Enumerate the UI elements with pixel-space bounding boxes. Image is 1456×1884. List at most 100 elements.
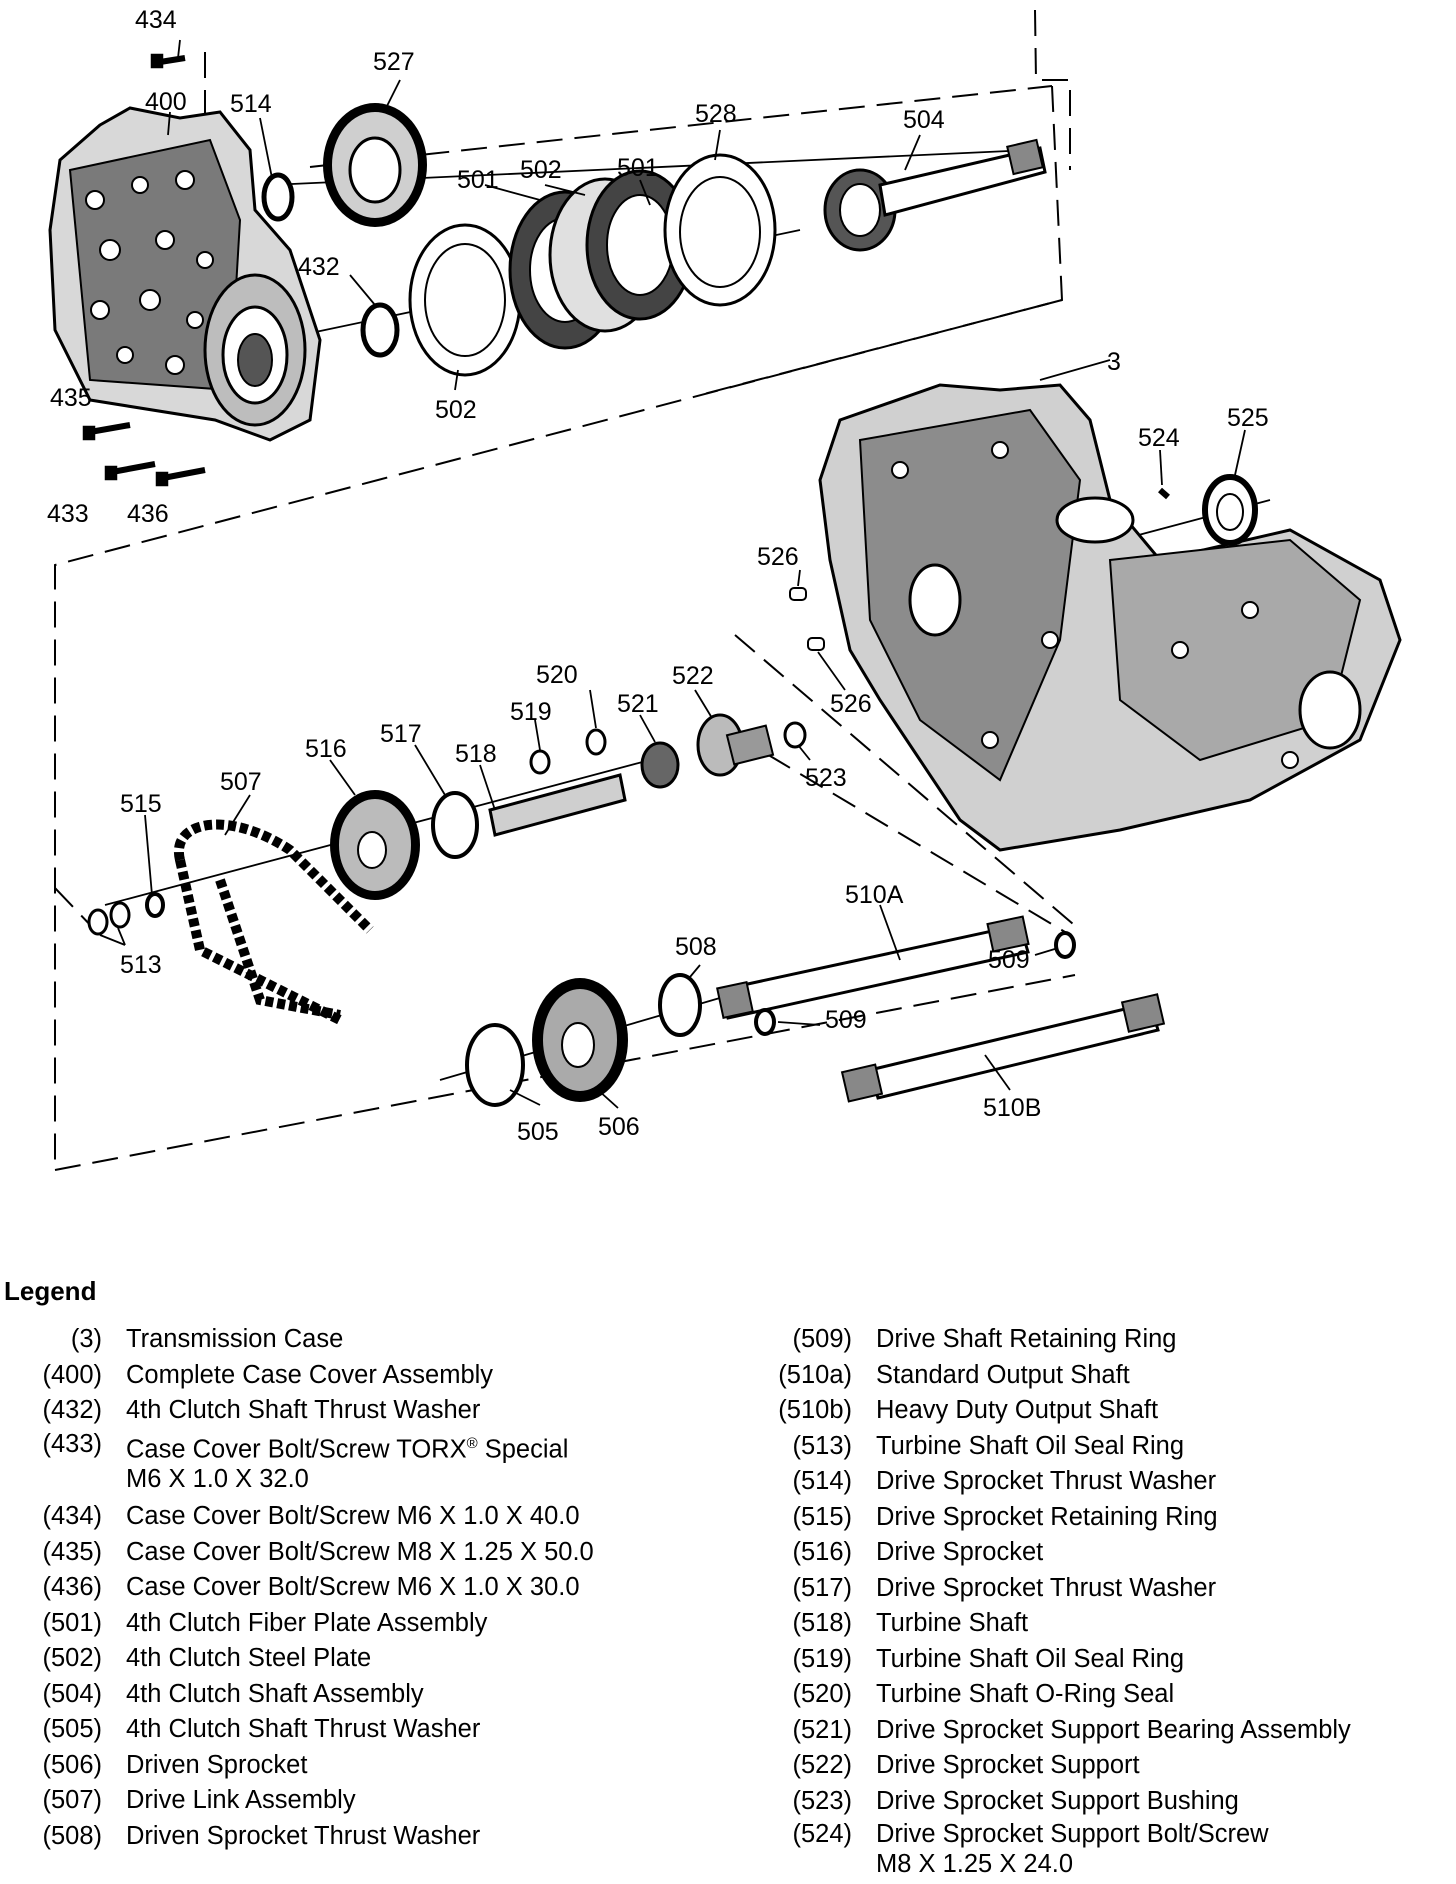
support-bushing-523 [783, 721, 807, 749]
legend-item-number: (434) [42, 1502, 102, 1530]
callout-507: 507 [220, 768, 262, 796]
support-bolt-524 [1158, 487, 1170, 500]
legend-item-description: Drive Sprocket [876, 1538, 1044, 1566]
callout-522: 522 [672, 662, 714, 690]
o-ring-seal-520 [585, 728, 607, 756]
legend-item-number: (524) [792, 1820, 852, 1848]
legend-item-number: (519) [792, 1644, 852, 1673]
callout-labels: 434 400 514 527 528 504 501 502 501 432 … [47, 6, 1269, 1146]
legend-item: (510a)Standard Output Shaft [770, 1358, 1450, 1394]
legend-item: (505)4th Clutch Shaft Thrust Washer [20, 1712, 720, 1748]
legend-left-column: (3)Transmission Case(400) Complete Case C… [20, 1322, 720, 1854]
legend-item-description: 4th Clutch Shaft Assembly [126, 1679, 424, 1708]
legend-item-description: Driven Sprocket Thrust Washer [126, 1821, 481, 1850]
legend-item: (3)Transmission Case [20, 1322, 720, 1358]
callout-435: 435 [50, 384, 92, 412]
legend-item-number: (520) [792, 1680, 852, 1708]
callout-528: 528 [695, 100, 737, 128]
callout-521: 521 [617, 690, 659, 718]
legend-item-number: (400) [42, 1360, 102, 1389]
legend-item-number: (506) [42, 1750, 102, 1779]
legend-item: (509)Drive Shaft Retaining Ring [770, 1322, 1450, 1358]
legend-item: (518)Turbine Shaft [770, 1606, 1450, 1642]
legend-item-description: Transmission Case [126, 1325, 344, 1353]
legend-item-number: (514) [792, 1467, 852, 1495]
legend-item-description: Drive Sprocket Thrust Washer [876, 1573, 1217, 1602]
clutch-shaft-thrust-washer-505 [465, 1023, 525, 1107]
case-cover-bolts [82, 53, 206, 487]
legend-item: (514)Drive Sprocket Thrust Washer [770, 1464, 1450, 1500]
turbine-shaft-518 [488, 773, 627, 837]
legend-item-number: (507) [42, 1786, 102, 1814]
legend-item-number: (517) [792, 1573, 852, 1602]
callout-433: 433 [47, 500, 89, 528]
clutch-plate-pack [508, 169, 695, 350]
callout-523: 523 [805, 764, 847, 792]
callout-510b: 510B [983, 1094, 1041, 1122]
callout-502-upper: 502 [520, 156, 562, 184]
legend-item-description: Case Cover Bolt/Screw M8 X 1.25 X 50.0 [126, 1537, 594, 1566]
callout-513: 513 [120, 951, 162, 979]
legend-item-description: 4th Clutch Shaft Thrust Washer [126, 1715, 481, 1743]
legend-item-description: Turbine Shaft Oil Seal Ring [876, 1431, 1185, 1460]
callout-519: 519 [510, 698, 552, 726]
legend-item: (513)Turbine Shaft Oil Seal Ring [770, 1429, 1450, 1465]
callout-400: 400 [145, 88, 187, 116]
callout-502-lower: 502 [435, 396, 477, 424]
legend-item-number: (521) [792, 1715, 852, 1744]
legend-item-description: Drive Sprocket Support Bushing [876, 1786, 1239, 1815]
legend-item: (515)Drive Sprocket Retaining Ring [770, 1500, 1450, 1536]
legend-item: (516) Drive Sprocket [770, 1535, 1450, 1571]
legend-item: (432)4th Clutch Shaft Thrust Washer [20, 1393, 720, 1429]
retaining-ring-515 [145, 892, 165, 918]
legend-item-number: (518) [792, 1609, 852, 1637]
legend-item-description: Drive Sprocket Support Bearing Assembly [876, 1715, 1351, 1744]
legend-item-description: Complete Case Cover Assembly [126, 1360, 494, 1389]
oil-seal-rings-513 [87, 901, 131, 936]
clutch-hub-gear-527 [323, 103, 427, 227]
legend-item-number: (515) [792, 1502, 852, 1531]
legend-item-number: (516) [792, 1538, 852, 1566]
legend-item-description: Driven Sprocket [126, 1750, 308, 1779]
legend-item: (506) Driven Sprocket [20, 1748, 720, 1784]
callout-506: 506 [598, 1113, 640, 1141]
legend-item-number: (522) [792, 1751, 852, 1779]
legend-item-number: (502) [42, 1644, 102, 1672]
callout-517: 517 [380, 720, 422, 748]
callout-515: 515 [120, 790, 162, 818]
legend-item-description: Turbine Shaft Oil Seal Ring [876, 1644, 1185, 1673]
oil-seal-ring-519 [529, 749, 551, 775]
callout-525: 525 [1227, 404, 1269, 432]
callout-501-right: 501 [617, 154, 659, 182]
callout-501-left: 501 [457, 166, 499, 194]
legend-item: (523)Drive Sprocket Support Bushing [770, 1784, 1450, 1820]
legend-item: (520)Turbine Shaft O-Ring Seal [770, 1677, 1450, 1713]
legend-item: (501)4th Clutch Fiber Plate Assembly [20, 1606, 720, 1642]
transmission-case [818, 383, 1402, 852]
dowel-pins-526 [789, 587, 825, 651]
drive-sprocket-thrust-washer-514 [261, 172, 295, 222]
exploded-parts-diagram: 434 400 514 527 528 504 501 502 501 432 … [47, 6, 1402, 1171]
drive-sprocket-516 [330, 790, 420, 900]
legend-item-description: Drive Link Assembly [126, 1786, 356, 1814]
retaining-rings-509 [754, 931, 1076, 1036]
legend-title: Legend [4, 1276, 97, 1306]
callout-520: 520 [536, 661, 578, 689]
legend-item: (507) Drive Link Assembly [20, 1783, 720, 1819]
callout-432: 432 [298, 253, 340, 281]
driven-sprocket-thrust-washer-508 [658, 973, 702, 1037]
callout-leader-lines [99, 39, 1246, 1109]
legend-item-description: 4th Clutch Fiber Plate Assembly [126, 1608, 488, 1637]
support-bearing-521 [640, 741, 680, 789]
legend-item-number: (435) [42, 1537, 102, 1566]
legend-item-description: Heavy Duty Output Shaft [876, 1396, 1159, 1424]
thrust-washer-517 [431, 791, 479, 859]
driven-sprocket-506 [532, 978, 628, 1102]
legend-item: (400) Complete Case Cover Assembly [20, 1358, 720, 1394]
legend-item-description: 4th Clutch Steel Plate [126, 1644, 372, 1672]
drive-sprocket-support-522 [696, 713, 775, 777]
standard-output-shaft-510a [716, 915, 1030, 1020]
heavy-duty-output-shaft-510b [840, 993, 1166, 1103]
callout-526-upper: 526 [757, 543, 799, 571]
